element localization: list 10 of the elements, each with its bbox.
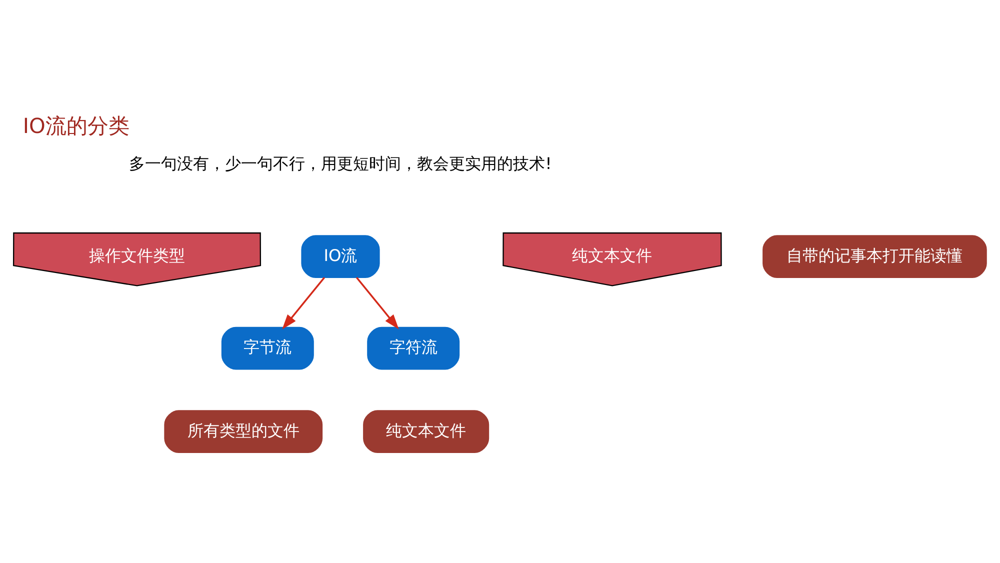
arrow <box>282 276 326 329</box>
diagram-title: IO流的分类 <box>22 113 130 138</box>
node-box: 字符流 <box>367 326 460 370</box>
arrow <box>356 276 399 329</box>
node-box: IO流 <box>301 234 380 278</box>
node-box: 纯文本文件 <box>363 410 490 452</box>
node-box: 所有类型的文件 <box>164 410 323 452</box>
label: 多一句没有，少一句不行，用更短时间，教会更实用的技术! <box>129 154 552 173</box>
node-box: 自带的记事本打开能读懂 <box>762 234 987 278</box>
node-box: 字节流 <box>221 326 314 370</box>
